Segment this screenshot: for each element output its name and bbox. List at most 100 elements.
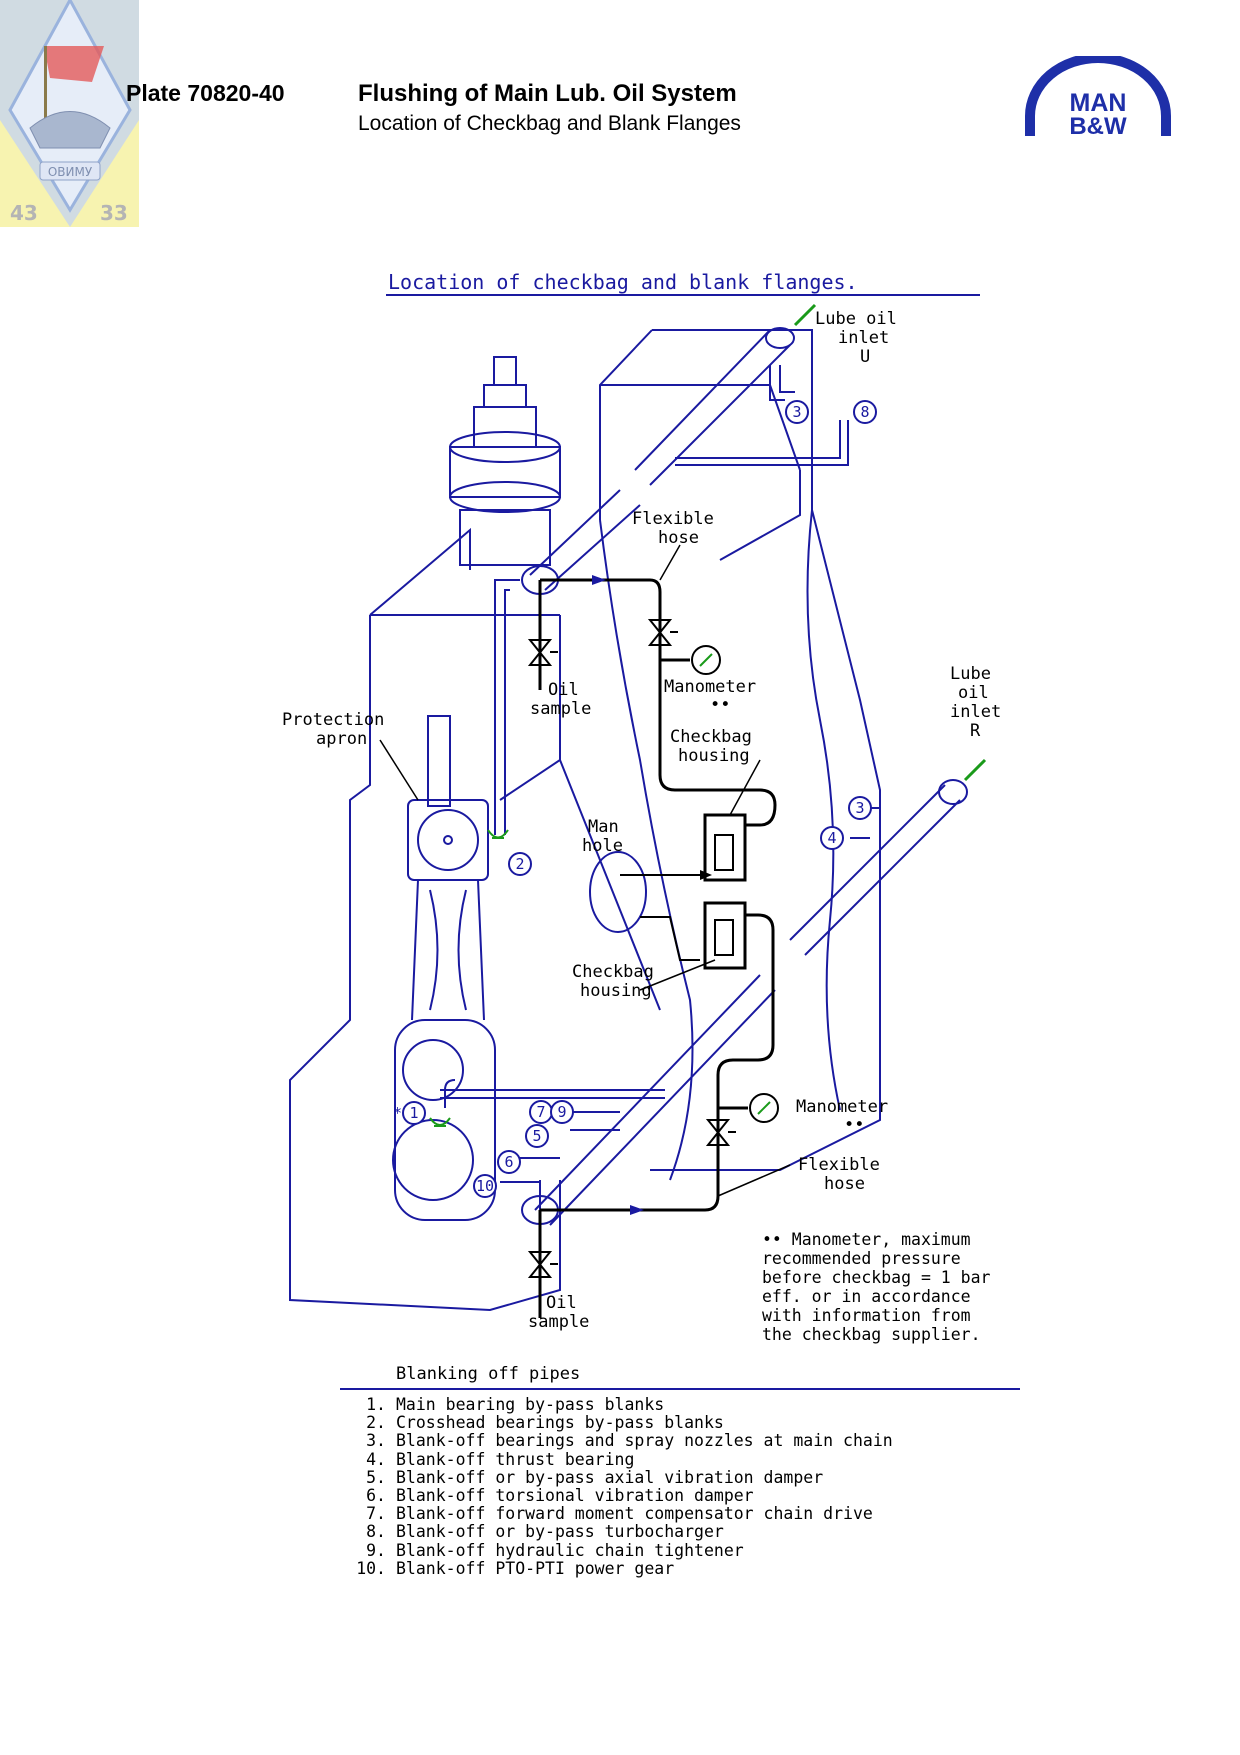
valve-flexible-hose-upper — [647, 619, 678, 646]
svg-text:1: 1 — [409, 1104, 418, 1122]
label-oil-sample-top: Oil sample — [530, 680, 591, 719]
label-lube-inlet-r: Lube oil inlet R — [950, 664, 1001, 741]
note-line: with information from — [762, 1306, 971, 1325]
callout-4: 4 — [820, 826, 844, 850]
svg-text:3: 3 — [792, 403, 801, 421]
flow-arrow-lower — [630, 1205, 644, 1215]
legend-item: 7.Blank-off forward moment compensator c… — [366, 1504, 873, 1524]
manometer-gauge-upper — [691, 645, 721, 675]
svg-text:inlet: inlet — [838, 328, 889, 348]
flow-arrow-upper — [592, 575, 606, 585]
diagram-title: Location of checkbag and blank flanges. — [386, 270, 980, 296]
valve-oil-sample-lower — [527, 1251, 558, 1278]
legend-item: 4.Blank-off thrust bearing — [366, 1449, 635, 1469]
legend-list: 1.Main bearing by-pass blanks 2.Crosshea… — [340, 1395, 1020, 1578]
callout-7: 7 — [529, 1100, 553, 1124]
svg-text:Man: Man — [588, 817, 619, 837]
legend-item: 6.Blank-off torsional vibration damper — [366, 1486, 754, 1506]
svg-text:inlet: inlet — [950, 702, 1001, 722]
manometer-gauge-lower — [749, 1093, 779, 1123]
svg-text:Oil: Oil — [546, 1293, 577, 1313]
legend-item: 9.Blank-off hydraulic chain tightener — [366, 1540, 744, 1560]
svg-text:U: U — [860, 347, 870, 367]
leader-lines — [379, 544, 791, 1197]
legend-item: 5.Blank-off or by-pass axial vibration d… — [366, 1467, 824, 1487]
man-bw-logo: MAN B&W — [1025, 56, 1171, 138]
checkbag-housing-lower — [703, 901, 747, 970]
svg-text:housing: housing — [580, 981, 652, 1001]
svg-text:Location of checkbag and blank: Location of checkbag and blank flanges. — [388, 270, 858, 294]
svg-text:9: 9 — [557, 1103, 566, 1121]
svg-text:R: R — [970, 721, 981, 741]
legend-title: Blanking off pipes — [340, 1364, 1020, 1390]
svg-text:Checkbag: Checkbag — [572, 962, 654, 982]
svg-text:2: 2 — [515, 855, 524, 873]
svg-text:7: 7 — [536, 1103, 545, 1121]
svg-text:oil: oil — [958, 683, 989, 703]
callout-6: 6 — [497, 1150, 521, 1174]
svg-text:Manometer: Manometer — [664, 677, 756, 697]
man-hole-arrowhead — [700, 870, 712, 880]
svg-text:Checkbag: Checkbag — [670, 727, 752, 747]
callout-3-right: 3 — [848, 796, 872, 820]
spray-nozzle-main-bearing — [429, 1117, 451, 1127]
note-line: recommended pressure — [762, 1249, 961, 1268]
label-man-hole: Man hole — [582, 817, 623, 856]
plate-number: Plate 70820-40 — [126, 80, 285, 106]
svg-text:Manometer: Manometer — [796, 1097, 888, 1117]
svg-text:MAN: MAN — [1070, 89, 1127, 117]
legend-item: 1.Main bearing by-pass blanks — [366, 1395, 665, 1414]
note-line: before checkbag = 1 bar — [762, 1268, 991, 1287]
label-manometer-top: Manometer •• — [664, 677, 756, 715]
engine-frame — [289, 329, 881, 1312]
svg-text:Protection: Protection — [282, 710, 384, 730]
man-hole — [589, 851, 647, 933]
valve-flexible-hose-lower — [705, 1119, 736, 1146]
crosshead-supply-pipe — [494, 579, 520, 835]
label-flexible-hose-top: Flexible hose — [632, 509, 714, 548]
legend-item: 2.Crosshead bearings by-pass blanks — [366, 1413, 724, 1433]
svg-text:4: 4 — [827, 829, 836, 847]
page-title: Flushing of Main Lub. Oil System — [358, 80, 737, 107]
manometer-note: •• Manometer, maximum recommended pressu… — [762, 1230, 1102, 1344]
svg-text:Lube oil: Lube oil — [815, 309, 897, 329]
callout-1: * 1 — [393, 1101, 426, 1125]
label-manometer-bottom: Manometer •• — [796, 1097, 888, 1135]
svg-text:hose: hose — [658, 528, 699, 548]
label-lube-inlet-u: Lube oil inlet U — [815, 309, 897, 367]
note-line: •• Manometer, maximum — [762, 1230, 971, 1249]
svg-text:housing: housing — [678, 746, 750, 766]
svg-text:ОВИМУ: ОВИМУ — [48, 165, 93, 179]
flushing-line-upper — [538, 578, 777, 827]
svg-text:6: 6 — [504, 1153, 513, 1171]
svg-text:5: 5 — [532, 1127, 541, 1145]
school-badge: ОВИМУ 43 33 — [0, 0, 139, 227]
label-checkbag-housing-top: Checkbag housing — [670, 727, 752, 766]
page-subtitle: Location of Checkbag and Blank Flanges — [358, 112, 741, 135]
svg-text:Lube: Lube — [950, 664, 991, 684]
turbocharger — [449, 356, 561, 566]
svg-text:sample: sample — [530, 699, 591, 719]
svg-text:••: •• — [710, 695, 730, 715]
callout-10: 10 — [473, 1174, 497, 1198]
callout-3-top: 3 — [785, 400, 809, 424]
svg-text:10: 10 — [476, 1177, 494, 1195]
svg-text:B&W: B&W — [1069, 113, 1127, 138]
crank-assembly — [392, 715, 496, 1221]
svg-text:hose: hose — [824, 1174, 865, 1194]
note-line: eff. or in accordance — [762, 1287, 971, 1306]
svg-text:Flexible: Flexible — [632, 509, 714, 529]
valve-oil-sample-upper — [527, 639, 558, 666]
man-hole-arrows — [620, 874, 700, 961]
svg-text:3: 3 — [855, 799, 864, 817]
legend-item: 3.Blank-off bearings and spray nozzles a… — [366, 1431, 893, 1451]
spray-nozzle-crosshead — [487, 829, 509, 839]
blanking-legend: Blanking off pipes 1.Main bearing by-pas… — [340, 1364, 1020, 1578]
svg-text:hole: hole — [582, 836, 623, 856]
svg-text:43: 43 — [10, 201, 38, 225]
inlet-nozzle-u — [793, 303, 817, 327]
svg-text:sample: sample — [528, 1312, 589, 1332]
inlet-nozzle-r — [963, 758, 987, 782]
label-flexible-hose-bottom: Flexible hose — [798, 1155, 880, 1194]
